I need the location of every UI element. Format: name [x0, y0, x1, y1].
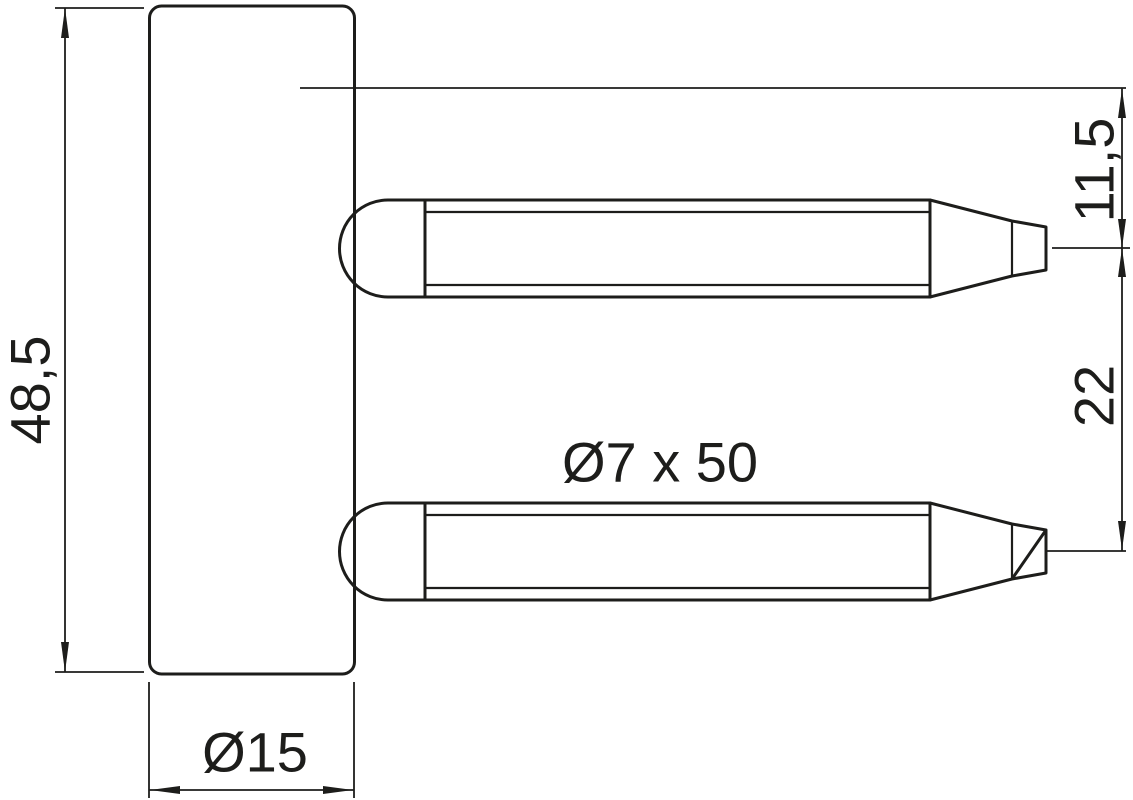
lower-pin-shaft — [423, 501, 932, 602]
offset-arrow-top — [1118, 89, 1126, 118]
diameter-dimension-label: Ø15 — [202, 721, 308, 784]
lower-pin — [338, 501, 1048, 602]
height-dimension-label: 48,5 — [0, 336, 62, 445]
upper-pin-shaft — [423, 198, 932, 299]
pin-spec-label: Ø7 x 50 — [562, 431, 758, 494]
upper-pin — [338, 198, 1048, 299]
dimension-body-diameter: Ø15 — [148, 682, 355, 798]
diameter-arrow-left — [150, 786, 180, 794]
hinge-body-outline — [148, 4, 356, 676]
upper-pin-cap — [338, 198, 427, 299]
spacing-arrow-bottom — [1118, 521, 1126, 550]
height-arrow-bottom — [61, 642, 69, 672]
spacing-arrow-top — [1118, 248, 1126, 277]
diameter-arrow-right — [323, 786, 353, 794]
dimension-right-chain: 11,5 22 — [1046, 88, 1130, 552]
lower-pin-shaft-inner-lines — [423, 513, 932, 590]
lower-pin-cap — [338, 501, 427, 602]
hinge-body — [148, 4, 356, 676]
top-offset-dimension-label: 11,5 — [1063, 118, 1126, 223]
height-arrow-top — [61, 8, 69, 38]
offset-arrow-bottom — [1118, 219, 1126, 248]
upper-pin-tip — [928, 198, 1048, 299]
dimension-body-height: 48,5 — [0, 7, 144, 673]
pin-spacing-dimension-label: 22 — [1063, 365, 1126, 427]
lower-pin-tip — [928, 501, 1048, 602]
upper-pin-shaft-inner-lines — [423, 210, 932, 287]
